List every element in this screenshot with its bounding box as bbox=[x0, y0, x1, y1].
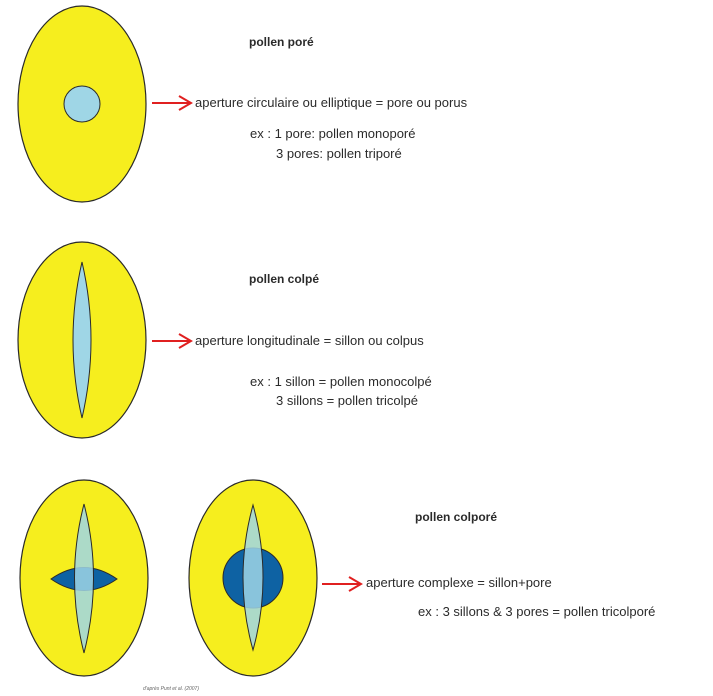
pore-example-2: 3 pores: pollen triporé bbox=[276, 146, 402, 162]
source-credit: d'après Punt et al. (2007) bbox=[143, 686, 199, 693]
colpore-description: aperture complexe = sillon+pore bbox=[366, 575, 552, 591]
porate-grain bbox=[18, 6, 146, 202]
arrow-pore bbox=[152, 96, 191, 110]
pore-title: pollen poré bbox=[249, 34, 314, 50]
colpe-description: aperture longitudinale = sillon ou colpu… bbox=[195, 333, 424, 349]
colpate-grain bbox=[18, 242, 146, 438]
colpe-example-1: ex : 1 sillon = pollen monocolpé bbox=[250, 374, 432, 390]
colporate-grain-round-pore bbox=[189, 480, 317, 676]
pore-description: aperture circulaire ou elliptique = pore… bbox=[195, 95, 467, 111]
colpe-example-2: 3 sillons = pollen tricolpé bbox=[276, 393, 418, 409]
colpore-example-1: ex : 3 sillons & 3 pores = pollen tricol… bbox=[418, 604, 655, 620]
pore-example-1: ex : 1 pore: pollen monoporé bbox=[250, 126, 416, 142]
colpore-title: pollen colporé bbox=[415, 509, 497, 525]
colpe-title: pollen colpé bbox=[249, 271, 319, 287]
colporate-grain-equatorial bbox=[20, 480, 148, 676]
arrow-colpore bbox=[322, 577, 361, 591]
pore-aperture bbox=[64, 86, 100, 122]
arrow-colpe bbox=[152, 334, 191, 348]
